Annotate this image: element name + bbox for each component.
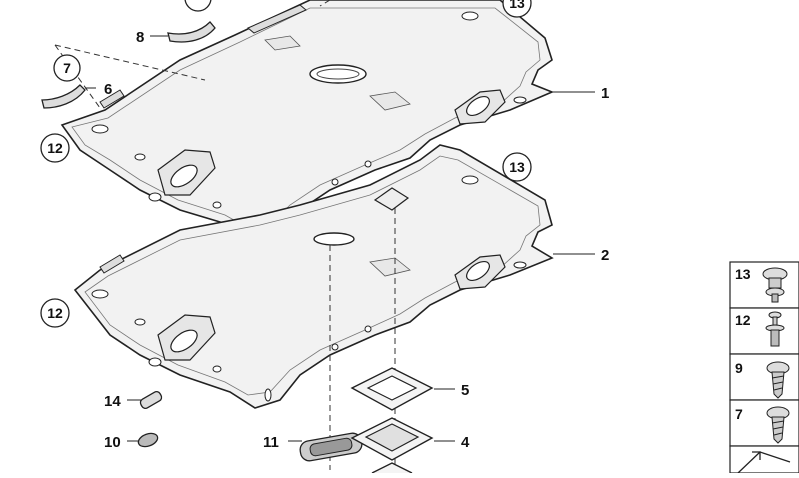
screw-icon-9: [766, 361, 790, 399]
clip-part-14: [139, 390, 163, 410]
callout-13-upper-label: 13: [509, 0, 525, 11]
handle-part-6: [41, 84, 86, 109]
callout-10: 10: [104, 434, 121, 451]
frame-part-3: [371, 462, 413, 474]
hardware-label-7: 7: [735, 406, 743, 422]
arrow-head-icon: [752, 451, 761, 460]
callout-5: 5: [461, 382, 469, 399]
rivet-clip-icon: [765, 311, 785, 347]
callout-12-upper-label: 12: [47, 140, 63, 156]
callout-1: 1: [601, 85, 609, 102]
hardware-label-13: 13: [735, 266, 751, 282]
screw-icon-7: [766, 406, 790, 444]
callout-6: 6: [104, 81, 112, 98]
headliner-upper: [60, 0, 555, 241]
callout-14: 14: [104, 393, 121, 410]
handle-part-8: [167, 21, 216, 43]
hardware-box-13: [729, 261, 799, 309]
hardware-box-9: [729, 353, 799, 401]
hardware-label-12: 12: [735, 312, 751, 328]
leader-lines: [85, 35, 595, 442]
plug-part-10: [137, 432, 159, 448]
callout-12-lower-label: 12: [47, 305, 63, 321]
frame-part-5: [350, 367, 434, 411]
circled-callout-13-upper: 13: [502, 0, 532, 18]
push-clip-icon: [762, 267, 788, 303]
circled-callout-12-lower: 12: [40, 298, 70, 328]
circled-callout-7: 7: [53, 54, 81, 82]
callout-7-label: 7: [63, 60, 71, 76]
callout-13-lower-label: 13: [509, 159, 525, 175]
light-part-11: [299, 432, 363, 462]
frame-part-4: [350, 417, 434, 461]
hardware-label-9: 9: [735, 360, 743, 376]
hardware-panel: 13 12 9 7: [729, 261, 799, 474]
circled-callout-13-lower: 13: [502, 152, 532, 182]
headliner-lower: [73, 144, 554, 409]
hardware-box-extra: [729, 445, 799, 474]
callout-11: 11: [263, 434, 279, 451]
circled-callout-part-top: [184, 0, 212, 12]
callout-2: 2: [601, 247, 609, 264]
callout-8: 8: [136, 29, 144, 46]
callout-4: 4: [461, 434, 470, 451]
circled-callout-12-upper: 12: [40, 133, 70, 163]
hatch-panel: [373, 187, 410, 211]
